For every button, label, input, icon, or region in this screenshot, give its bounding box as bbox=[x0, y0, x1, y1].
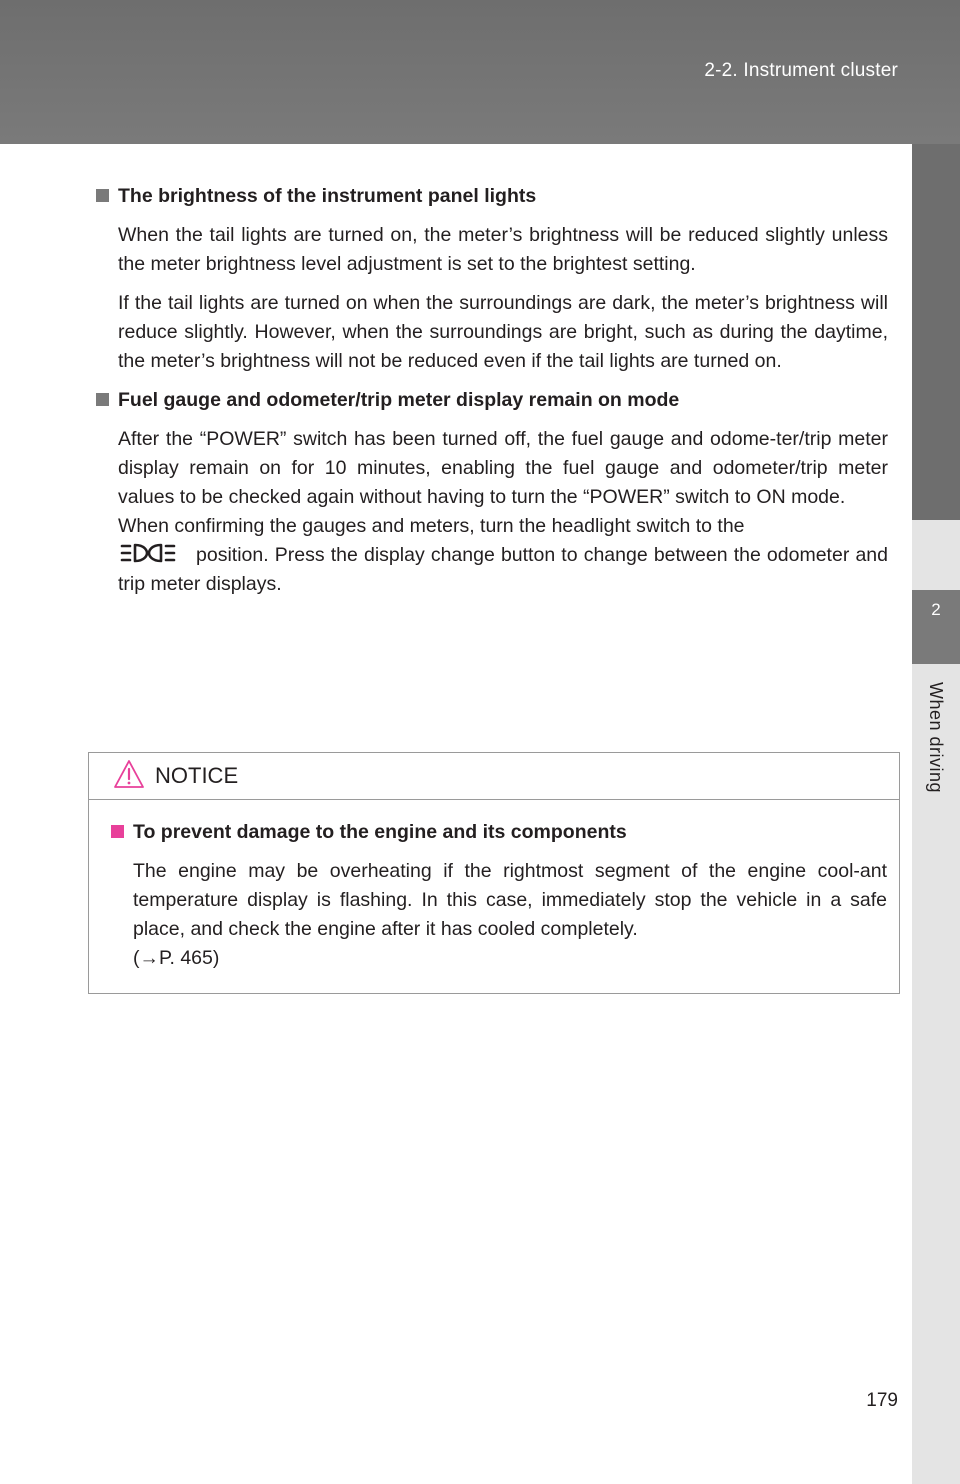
heading-text: To prevent damage to the engine and its … bbox=[133, 821, 627, 843]
paragraph-tail: position. Press the display change butto… bbox=[118, 544, 888, 595]
square-bullet-icon bbox=[96, 189, 109, 202]
section-heading-fuel-gauge: Fuel gauge and odometer/trip meter displ… bbox=[96, 386, 888, 415]
side-tab-light-band bbox=[912, 664, 960, 1484]
section-title: 2-2. Instrument cluster bbox=[704, 60, 898, 81]
paragraph: When confirming the gauges and meters, t… bbox=[118, 512, 888, 599]
side-tab-gap bbox=[912, 520, 960, 590]
tail-light-icon bbox=[120, 543, 176, 563]
notice-paragraph: The engine may be overheating if the rig… bbox=[133, 860, 887, 940]
square-bullet-icon bbox=[96, 393, 109, 406]
main-content: The brightness of the instrument panel l… bbox=[96, 182, 888, 609]
heading-text: Fuel gauge and odometer/trip meter displ… bbox=[118, 389, 680, 411]
square-bullet-icon bbox=[111, 825, 124, 838]
page-reference: (→P. 465) bbox=[133, 947, 220, 969]
warning-triangle-icon bbox=[114, 760, 144, 788]
chapter-number: 2 bbox=[912, 590, 960, 664]
page-number: 179 bbox=[866, 1390, 898, 1411]
paragraph: When the tail lights are turned on, the … bbox=[118, 224, 888, 275]
notice-header: NOTICE bbox=[89, 753, 899, 800]
notice-title: NOTICE bbox=[155, 763, 239, 788]
chapter-side-tab: 2 When driving bbox=[912, 144, 960, 1484]
notice-box: NOTICE To prevent damage to the engine a… bbox=[88, 752, 900, 994]
heading-text: The brightness of the instrument panel l… bbox=[118, 185, 537, 207]
paragraph: If the tail lights are turned on when th… bbox=[118, 292, 888, 372]
side-tab-dark-band bbox=[912, 144, 960, 520]
chapter-label: When driving bbox=[926, 682, 946, 794]
paragraph-lead: When confirming the gauges and meters, t… bbox=[118, 515, 745, 537]
section-heading-brightness: The brightness of the instrument panel l… bbox=[96, 182, 888, 211]
page-header: 2-2. Instrument cluster bbox=[0, 0, 960, 144]
paragraph: After the “POWER” switch has been turned… bbox=[118, 428, 888, 508]
notice-heading: To prevent damage to the engine and its … bbox=[111, 818, 887, 847]
notice-body: To prevent damage to the engine and its … bbox=[89, 800, 899, 973]
